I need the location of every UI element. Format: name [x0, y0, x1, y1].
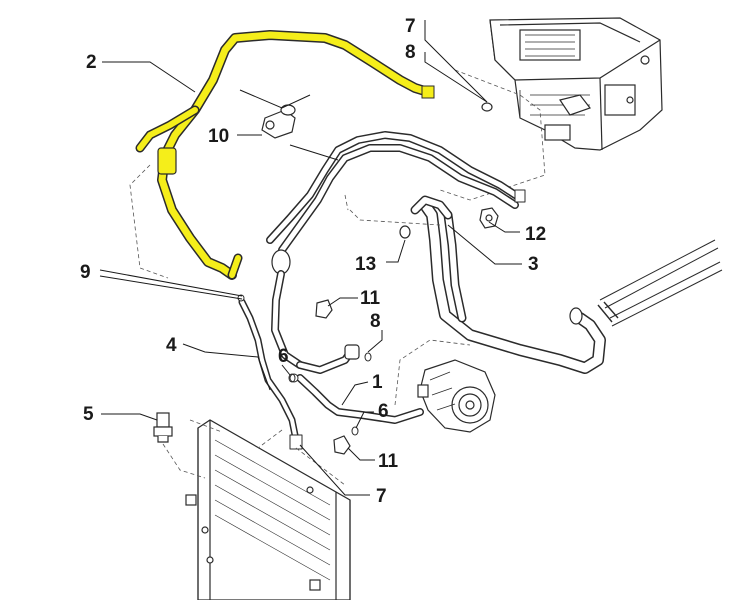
callout-labels: 2 7 8 10 12 13 3 9 11 8 4 6 1 5 6 11 7: [80, 16, 546, 507]
callout-9: 9: [80, 262, 91, 283]
condenser-radiator-icon: [185, 419, 351, 600]
o-ring-icon: [351, 426, 359, 436]
callout-1: 1: [372, 372, 383, 393]
callout-12: 12: [525, 224, 546, 245]
condenser-pipe-icon: [237, 294, 303, 450]
callout-8: 8: [405, 42, 416, 63]
callout-11: 11: [360, 288, 381, 309]
callout-6b: 6: [378, 401, 389, 422]
ac-pressure-pipe-icon: [289, 373, 424, 424]
callout-3: 3: [528, 254, 539, 275]
ac-compressor-icon: [417, 359, 496, 433]
o-ring-icon: [481, 102, 493, 112]
callout-4: 4: [166, 335, 177, 356]
ac-suction-pipe-icon: [266, 131, 526, 374]
ac-return-pipe-icon: [410, 195, 606, 374]
callout-8b: 8: [370, 311, 381, 332]
highlighted-ac-pipe-icon: [135, 30, 435, 280]
vehicle-frame-rail-icon: [597, 239, 723, 327]
fitting-nut-icon: [479, 207, 499, 229]
leader-lines: [99, 20, 522, 496]
o-ring-icon: [364, 352, 372, 362]
callout-13: 13: [355, 254, 376, 275]
fitting-nut-icon: [315, 299, 351, 455]
callout-6: 6: [278, 346, 289, 367]
callout-2: 2: [86, 52, 97, 73]
callout-5: 5: [83, 404, 94, 425]
o-ring-icon: [288, 373, 296, 383]
hvac-evaporator-box-icon: [489, 17, 663, 151]
callout-10: 10: [208, 126, 229, 147]
pipe-clip-icon: [261, 104, 296, 139]
o-ring-icon: [399, 225, 411, 239]
callout-7: 7: [405, 16, 416, 37]
callout-11b: 11: [378, 451, 399, 472]
pressure-sensor-icon: [153, 412, 173, 443]
callout-7b: 7: [376, 486, 387, 507]
